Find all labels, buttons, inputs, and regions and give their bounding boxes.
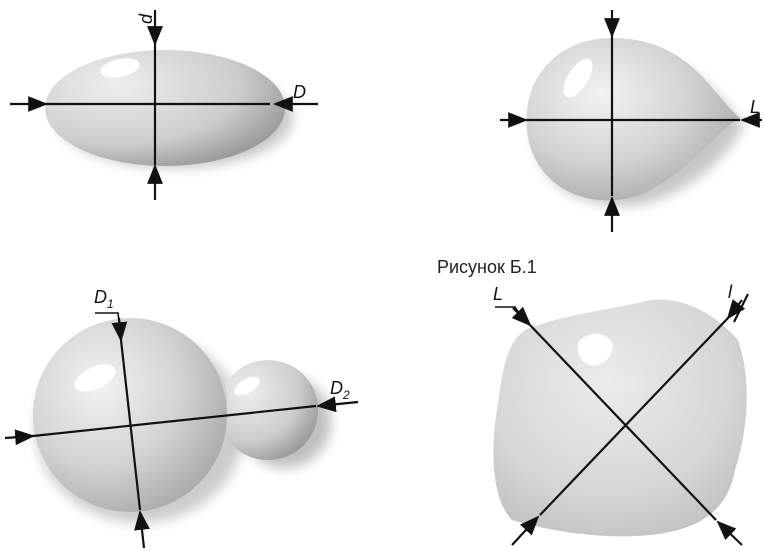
arrow-top-left [511, 306, 532, 327]
highlight-large [74, 364, 116, 392]
figure-caption: Рисунок Б.1 [437, 257, 537, 277]
highlight-small [234, 376, 260, 396]
highlight [100, 58, 140, 78]
arrow-top-right [726, 299, 746, 320]
ellipse-drop-shape [45, 50, 285, 166]
arrow-left [4, 429, 35, 446]
arrow-right [316, 396, 359, 413]
panel-teardrop: L [500, 10, 762, 232]
panel-double-drop: D1 D2 [4, 287, 359, 549]
label-D: D [293, 82, 306, 102]
arrow-top [111, 317, 128, 342]
axis-horizontal [32, 404, 317, 438]
arrow-bottom-left [511, 515, 540, 546]
label-D2: D2 [330, 378, 350, 402]
highlight [563, 58, 593, 98]
arrow-bottom [134, 510, 150, 549]
panel-irregular-blob: L l [493, 282, 749, 546]
highlight [577, 333, 613, 366]
label-D1: D1 [94, 287, 114, 311]
label-d: d [136, 13, 156, 24]
axis-diagonal-1 [529, 324, 717, 521]
label-L: L [750, 97, 760, 117]
axis-diagonal-2 [539, 317, 729, 516]
panel-ellipse-drop: d D [10, 10, 318, 200]
arrow-bottom-right [716, 520, 743, 546]
label-L: L [493, 284, 503, 304]
label-l: l [728, 282, 733, 302]
